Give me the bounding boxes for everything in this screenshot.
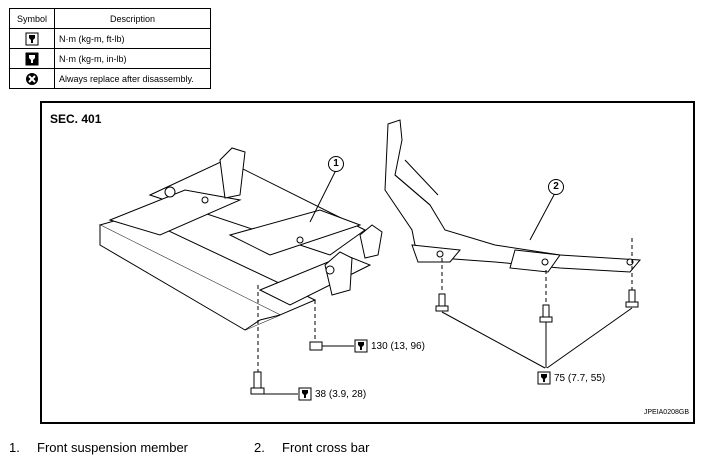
- leader-lines: [309, 169, 633, 369]
- torque-label: 75 (7.7, 55): [537, 371, 605, 385]
- section-label: SEC. 401: [50, 112, 102, 126]
- torque-value: 38 (3.9, 28): [315, 388, 367, 400]
- torque-value: 130 (13, 96): [371, 340, 425, 352]
- torque-value: 75 (7.7, 55): [554, 372, 606, 384]
- part-number: 1.: [9, 440, 20, 455]
- legend-header-description: Description: [54, 8, 211, 29]
- legend-header-symbol: Symbol: [9, 8, 55, 29]
- part-list-item: 1. Front suspension member: [9, 440, 188, 455]
- front-cross-bar-drawing: [384, 119, 642, 273]
- torque-wrench-icon: [25, 32, 39, 45]
- replace-x-icon: [26, 72, 38, 85]
- torque-wrench-small-icon: [25, 52, 39, 65]
- callout-2: 2: [548, 179, 564, 195]
- legend-row: N·m (kg-m, ft-lb): [9, 28, 211, 49]
- legend-row: Always replace after disassembly.: [9, 68, 211, 89]
- callout-1: 1: [328, 156, 344, 172]
- torque-leaders: [264, 345, 354, 395]
- symbol-legend-table: Symbol Description N·m (kg-m, ft-lb) N·m…: [9, 8, 211, 89]
- torque-label: 38 (3.9, 28): [298, 387, 366, 401]
- bolt-drawings: [250, 289, 639, 395]
- torque-label: 130 (13, 96): [354, 339, 425, 353]
- torque-wrench-icon: [298, 387, 312, 401]
- part-label: Front cross bar: [282, 440, 370, 455]
- legend-row: N·m (kg-m, in-lb): [9, 48, 211, 69]
- legend-description: Always replace after disassembly.: [54, 68, 211, 89]
- part-number: 2.: [254, 440, 265, 455]
- torque-wrench-icon: [537, 371, 551, 385]
- torque-wrench-icon: [354, 339, 368, 353]
- diagram-frame: [40, 101, 695, 424]
- figure-code: JPEIA0208GB: [643, 409, 689, 416]
- part-list-item: 2. Front cross bar: [254, 440, 369, 455]
- part-label: Front suspension member: [37, 440, 189, 455]
- bolt-axis-lines: [257, 238, 633, 375]
- front-suspension-member-drawing: [98, 147, 383, 331]
